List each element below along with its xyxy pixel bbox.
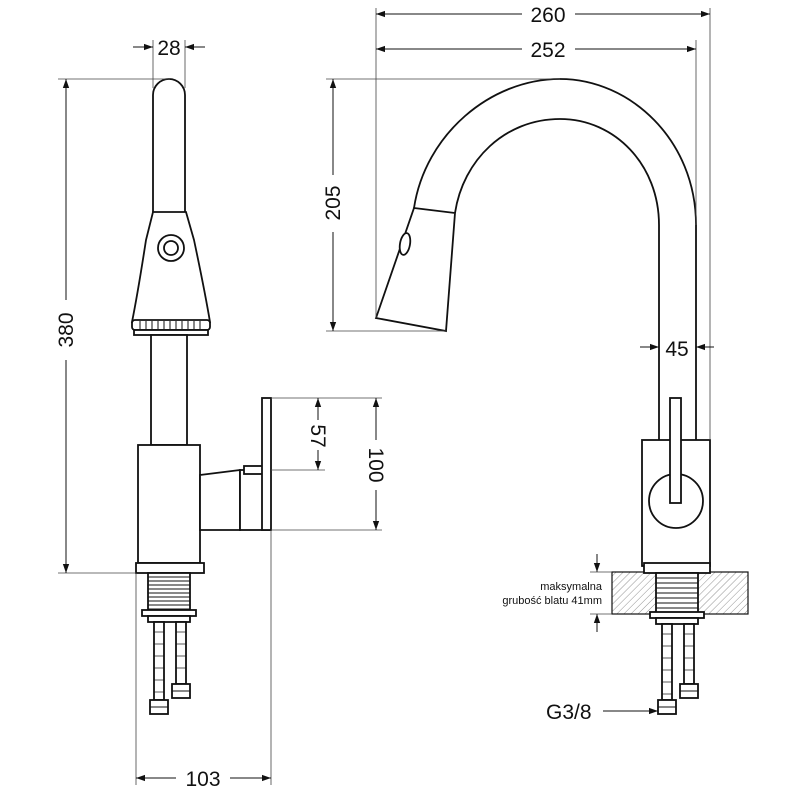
dim-label-45: 45 <box>665 338 688 361</box>
thread-label: G3/8 <box>546 701 592 724</box>
dim-label-103: 103 <box>185 768 220 791</box>
dimension-28: 28 <box>133 37 205 88</box>
dim-label-260: 260 <box>530 4 565 27</box>
dimension-103: 103 <box>135 530 272 791</box>
dimension-100: 100 <box>271 398 387 531</box>
dimension-252: 252 <box>376 39 697 225</box>
dim-label-205: 205 <box>322 185 345 220</box>
dimension-57: 57 <box>271 397 382 471</box>
dimension-205: 205 <box>322 78 560 332</box>
dim-label-380: 380 <box>55 312 78 347</box>
dimension-countertop: maksymalna grubość blatu 41mm <box>502 554 612 632</box>
dimension-260: 260 <box>375 4 711 440</box>
dim-label-100: 100 <box>364 447 387 482</box>
front-view <box>374 78 749 715</box>
dimension-45: 45 <box>640 338 714 361</box>
dimension-380: 380 <box>55 78 170 574</box>
dim-label-252: 252 <box>530 39 565 62</box>
dim-label-28: 28 <box>157 37 180 60</box>
thread-callout: G3/8 <box>546 701 658 724</box>
dim-label-57: 57 <box>306 424 329 447</box>
countertop-note-line1: maksymalna <box>540 581 603 593</box>
countertop-note-line2: grubość blatu 41mm <box>502 595 602 607</box>
side-view <box>130 78 272 715</box>
